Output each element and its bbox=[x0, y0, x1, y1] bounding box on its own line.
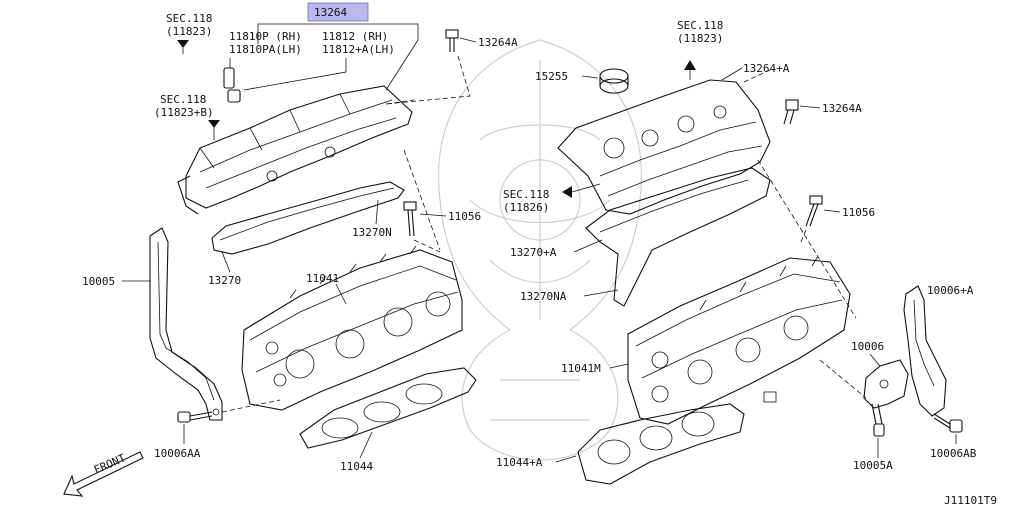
label-sec118-c[interactable]: SEC.118 bbox=[677, 19, 723, 32]
bolt-11056-left[interactable] bbox=[403, 201, 441, 253]
label-11812a[interactable]: 11812+A(LH) bbox=[322, 43, 395, 56]
arrow-up-icon bbox=[177, 40, 189, 48]
label-10006[interactable]: 10006 bbox=[851, 340, 884, 353]
cylinder-head-11041[interactable] bbox=[241, 245, 463, 411]
label-13270na[interactable]: 13270NA bbox=[520, 290, 567, 303]
label-10005[interactable]: 10005 bbox=[82, 275, 115, 288]
arrow-up-icon bbox=[208, 120, 220, 128]
label-sec118-c-ref[interactable]: (11823) bbox=[677, 32, 723, 45]
arrow-up-icon bbox=[684, 60, 696, 70]
bolt-10005a[interactable] bbox=[871, 403, 885, 437]
label-10006aa[interactable]: 10006AA bbox=[154, 447, 201, 460]
label-sec118-d-ref[interactable]: (11826) bbox=[503, 201, 549, 214]
bolt-13264a-left[interactable] bbox=[385, 29, 471, 105]
label-11810pa[interactable]: 11810PA(LH) bbox=[229, 43, 302, 56]
arrow-left-icon bbox=[562, 186, 572, 198]
label-sec118-b[interactable]: SEC.118 bbox=[160, 93, 206, 106]
label-10006pa[interactable]: 10006+A bbox=[927, 284, 974, 297]
label-13264a-left[interactable]: 13264A bbox=[478, 36, 518, 49]
label-13264[interactable]: 13264 bbox=[314, 6, 347, 19]
label-sec118-b-ref[interactable]: (11823+B) bbox=[154, 106, 214, 119]
label-10005a[interactable]: 10005A bbox=[853, 459, 893, 472]
label-11044pa[interactable]: 11044+A bbox=[496, 456, 543, 469]
label-13270pa[interactable]: 13270+A bbox=[510, 246, 557, 259]
label-13270[interactable]: 13270 bbox=[208, 274, 241, 287]
label-front: FRONT bbox=[92, 451, 128, 476]
head-gasket-11044[interactable] bbox=[299, 367, 477, 449]
label-15255[interactable]: 15255 bbox=[535, 70, 568, 83]
valve-cover-left[interactable] bbox=[177, 85, 413, 215]
label-sec118-d[interactable]: SEC.118 bbox=[503, 188, 549, 201]
label-10006ab[interactable]: 10006AB bbox=[930, 447, 977, 460]
label-sec118-a-ref[interactable]: (11823) bbox=[166, 25, 212, 38]
figure-code: J11101T9 bbox=[944, 494, 997, 507]
gasket-13270a[interactable] bbox=[585, 167, 771, 307]
label-11041[interactable]: 11041 bbox=[306, 272, 339, 285]
bolt-13264a-right[interactable] bbox=[783, 99, 799, 125]
valve-cover-right[interactable] bbox=[557, 79, 771, 215]
bracket-10006[interactable] bbox=[863, 359, 909, 409]
label-13270n[interactable]: 13270N bbox=[352, 226, 392, 239]
cylinder-head-11041m[interactable] bbox=[627, 255, 851, 425]
label-13264a-right[interactable]: 13264A bbox=[822, 102, 862, 115]
pcv-valve[interactable] bbox=[223, 58, 241, 103]
label-11810p[interactable]: 11810P (RH) bbox=[229, 30, 302, 43]
oil-filler-cap-15255[interactable] bbox=[599, 68, 629, 94]
label-13264pa[interactable]: 13264+A bbox=[743, 62, 790, 75]
label-sec118-a[interactable]: SEC.118 bbox=[166, 12, 212, 25]
label-11044[interactable]: 11044 bbox=[340, 460, 373, 473]
highlighted-part-box[interactable] bbox=[307, 2, 369, 22]
bolt-11056-right[interactable] bbox=[799, 195, 823, 245]
lifting-bracket-10005[interactable] bbox=[149, 227, 223, 421]
label-11056-left[interactable]: 11056 bbox=[448, 210, 481, 223]
label-11041m[interactable]: 11041M bbox=[561, 362, 601, 375]
head-gasket-11044a[interactable] bbox=[577, 403, 745, 485]
bolt-10006ab[interactable] bbox=[933, 413, 963, 433]
label-11056-right[interactable]: 11056 bbox=[842, 206, 875, 219]
front-arrow-icon bbox=[63, 451, 144, 497]
bolt-10006aa[interactable] bbox=[177, 411, 213, 423]
gasket-13270[interactable] bbox=[211, 181, 405, 255]
label-11812[interactable]: 11812 (RH) bbox=[322, 30, 388, 43]
bracket-10006a[interactable] bbox=[903, 285, 947, 417]
